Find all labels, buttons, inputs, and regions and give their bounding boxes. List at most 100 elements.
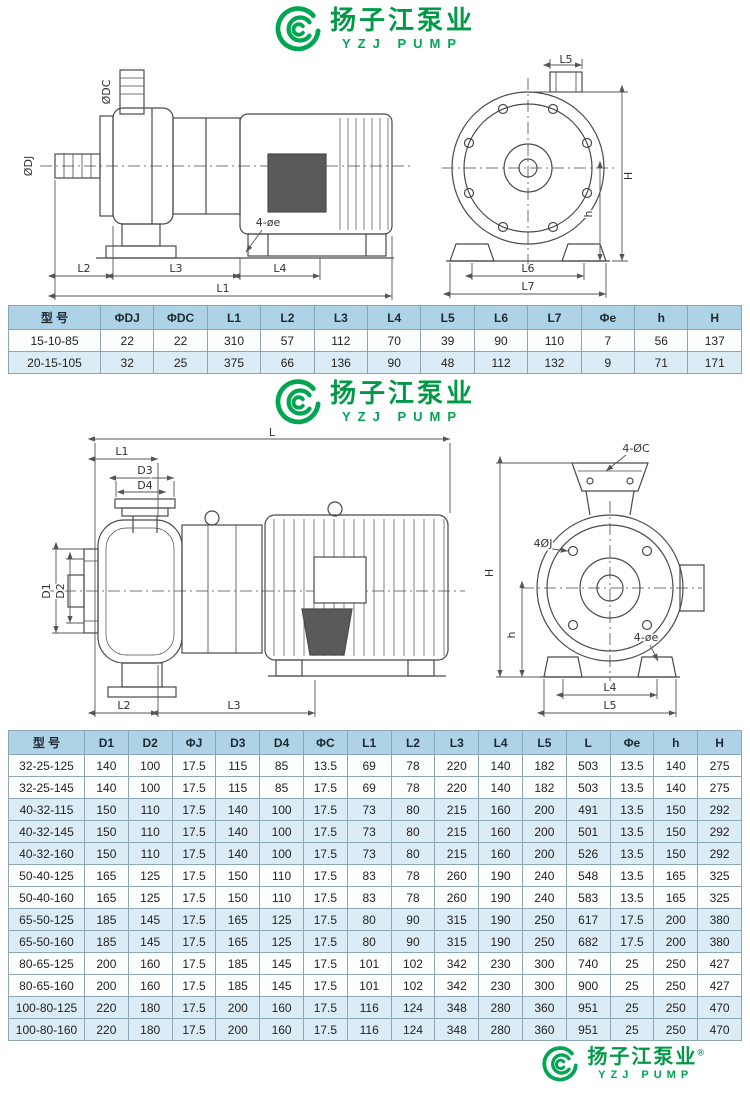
dimension-cell: 100: [259, 820, 304, 843]
dim-label-l1: L1: [216, 282, 229, 295]
pump-end-view: [522, 462, 705, 681]
dimension-cell: 380: [697, 930, 742, 953]
dimension-cell: 17.5: [171, 776, 217, 799]
dimension-cell: 25: [609, 952, 655, 975]
dimension-cell: 292: [697, 820, 742, 843]
brand-logo-top: 扬子江泵业 YZJ PUMP: [0, 6, 750, 52]
dim-label-l2: L2: [77, 262, 90, 275]
dimension-cell: 165: [653, 886, 699, 909]
dimension-cell: 115: [215, 776, 261, 799]
dimension-cell: 160: [478, 820, 523, 843]
column-header: L4: [478, 730, 523, 755]
dimension-cell: 150: [653, 798, 699, 821]
dimension-cell: 200: [521, 820, 567, 843]
dim-label-odc: ØDC: [100, 79, 113, 104]
column-header: L3: [434, 730, 480, 755]
dimension-cell: 501: [565, 820, 611, 843]
dimension-cell: 160: [478, 798, 523, 821]
dimension-cell: 190: [478, 886, 523, 909]
dimension-cell: 240: [521, 864, 567, 887]
dimension-cell: 78: [390, 864, 436, 887]
dimension-cell: 165: [84, 864, 129, 887]
dim-label-h: h: [582, 210, 595, 217]
dimension-cell: 160: [478, 842, 523, 865]
dimension-cell: 300: [521, 974, 567, 997]
dimension-cell: 300: [521, 952, 567, 975]
dimension-cell: 17.5: [171, 754, 217, 777]
dimension-cell: 13.5: [609, 820, 655, 843]
dimension-cell: 190: [478, 930, 523, 953]
dimension-cell: 150: [84, 842, 129, 865]
dimension-cell: 682: [565, 930, 611, 953]
dim-label-H: H: [483, 569, 496, 577]
column-header: D2: [127, 730, 173, 755]
column-header: L4: [367, 305, 422, 330]
dimension-cell: 110: [527, 329, 582, 352]
model-cell: 50-40-160: [8, 886, 85, 909]
dimension-cell: 7: [580, 329, 636, 352]
dimension-cell: 13.5: [609, 842, 655, 865]
dimension-cell: 78: [390, 886, 436, 909]
model-cell: 80-65-125: [8, 952, 85, 975]
dimension-cell: 140: [478, 776, 523, 799]
dim-label-l2: L2: [117, 699, 130, 712]
dimension-cell: 470: [697, 996, 742, 1019]
dimension-cell: 310: [206, 329, 262, 352]
dim-label-l5: L5: [603, 699, 616, 712]
dimension-cell: 250: [653, 974, 699, 997]
dimension-cell: 145: [259, 952, 304, 975]
dimension-cell: 348: [434, 996, 480, 1019]
dimension-cell: 150: [84, 798, 129, 821]
dimension-cell: 160: [259, 996, 304, 1019]
dimension-cell: 125: [127, 864, 173, 887]
dimension-cell: 171: [687, 351, 742, 374]
dimension-cell: 137: [687, 329, 742, 352]
dimension-cell: 17.5: [302, 864, 348, 887]
dimension-cell: 427: [697, 952, 742, 975]
dimension-cell: 380: [697, 908, 742, 931]
dimension-cell: 13.5: [609, 886, 655, 909]
dimension-cell: 503: [565, 754, 611, 777]
dimension-cell: 180: [127, 1018, 173, 1041]
dimension-cell: 22: [99, 329, 155, 352]
yzj-swirl-icon: [275, 6, 321, 52]
dimension-cell: 17.5: [171, 996, 217, 1019]
column-header: ΦJ: [171, 730, 217, 755]
dim-label-l: L: [269, 426, 276, 439]
dimension-cell: 17.5: [609, 930, 655, 953]
dim-label-l3: L3: [169, 262, 182, 275]
dimension-cell: 145: [127, 930, 173, 953]
model-cell: 80-65-160: [8, 974, 85, 997]
dimension-cell: 150: [215, 886, 261, 909]
dimension-cell: 80: [346, 930, 392, 953]
dimension-cell: 583: [565, 886, 611, 909]
dimension-cell: 275: [697, 754, 742, 777]
dimension-cell: 13.5: [609, 776, 655, 799]
dimension-cell: 48: [420, 351, 475, 374]
dim-label-l7: L7: [521, 280, 534, 293]
dimension-cell: 250: [653, 1018, 699, 1041]
dim-label-4oj: 4ØJ: [534, 537, 553, 550]
end-view-dimensions: [442, 59, 628, 298]
model-cell: 100-80-125: [8, 996, 85, 1019]
dimension-cell: 160: [259, 1018, 304, 1041]
dimension-cell: 83: [346, 886, 392, 909]
dimension-cell: 220: [84, 996, 129, 1019]
brand-logo-middle: 扬子江泵业 YZJ PUMP: [0, 379, 750, 425]
dimension-cell: 190: [478, 908, 523, 931]
brand-name-en: YZJ PUMP: [598, 1069, 694, 1081]
dim-label-d4: D4: [137, 479, 152, 492]
dimension-cell: 140: [653, 776, 699, 799]
dim-label-odj: ØDJ: [22, 156, 35, 176]
dimension-cell: 325: [697, 864, 742, 887]
registered-mark: ®: [697, 1047, 704, 1058]
dimension-cell: 39: [420, 329, 475, 352]
dimension-cell: 66: [260, 351, 315, 374]
dim-label-d2: D2: [54, 583, 67, 598]
dimension-cell: 182: [521, 776, 567, 799]
dim-label-4oe: 4-øe: [256, 216, 281, 229]
